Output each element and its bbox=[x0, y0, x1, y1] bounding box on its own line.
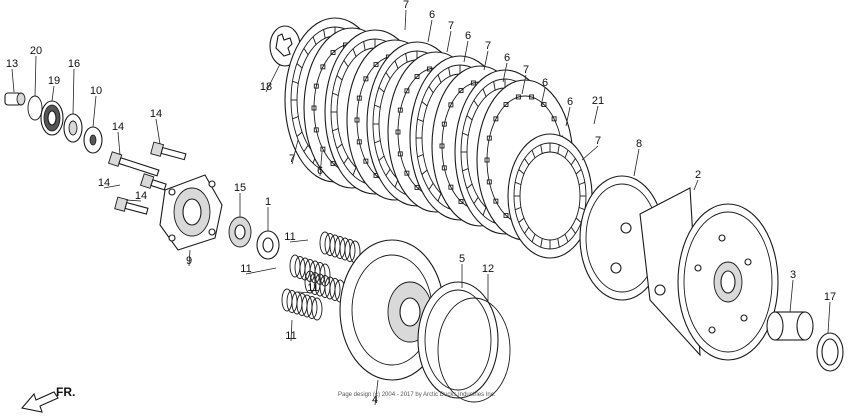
callout-leader-line bbox=[827, 301, 831, 334]
callout-leader-line bbox=[521, 74, 527, 95]
part-ring-12 bbox=[437, 297, 511, 403]
callout-label: 2 bbox=[695, 169, 701, 181]
callout-label: 6 bbox=[465, 30, 471, 42]
callout-label: 4 bbox=[372, 394, 378, 406]
callout-label: 15 bbox=[234, 182, 246, 194]
callout-leader-line bbox=[502, 62, 508, 83]
callout-leader-line bbox=[265, 63, 281, 93]
callout-leader-line bbox=[540, 87, 546, 107]
callout-leader-line bbox=[593, 105, 599, 125]
callout-label: 14 bbox=[135, 190, 147, 202]
callout-label: 7 bbox=[403, 0, 409, 11]
callout-label: 7 bbox=[289, 153, 295, 165]
callout-label: 6 bbox=[429, 9, 435, 21]
callout-label: 11 bbox=[284, 231, 295, 243]
callout-leader-line bbox=[289, 239, 309, 243]
callout-leader-line bbox=[319, 151, 323, 177]
callout-label: 10 bbox=[90, 85, 102, 97]
callout-label: 11 bbox=[307, 282, 318, 294]
callout-label: 6 bbox=[542, 77, 548, 89]
callout-leader-line bbox=[463, 40, 469, 63]
part-circlip-20 bbox=[27, 95, 43, 121]
callout-label: 6 bbox=[317, 165, 323, 177]
part-collar-3 bbox=[766, 311, 814, 341]
callout-label: 7 bbox=[485, 40, 491, 52]
callout-leader-line bbox=[117, 131, 121, 156]
callout-leader-line bbox=[188, 249, 191, 267]
part-bolts-14 bbox=[107, 141, 187, 215]
callout-label: 18 bbox=[260, 81, 272, 93]
callout-leader-line bbox=[297, 291, 314, 294]
callout-leader-line bbox=[34, 55, 37, 97]
callout-leader-line bbox=[92, 95, 97, 128]
copyright-footer: Page design (c) 2004 - 2017 by Arctic Du… bbox=[338, 392, 496, 398]
front-direction-arrow: FR. bbox=[20, 385, 75, 413]
callout-label: 7 bbox=[595, 135, 601, 147]
callout-label: 14 bbox=[98, 177, 110, 189]
part-bolt-13 bbox=[4, 92, 26, 106]
callout-leader-line bbox=[155, 118, 161, 145]
part-washer-1 bbox=[256, 230, 280, 260]
callout-leader-line bbox=[290, 319, 293, 342]
clutch-spring bbox=[319, 231, 361, 264]
callout-leaders bbox=[11, 9, 831, 406]
part-clutch-plate-stack bbox=[284, 17, 593, 259]
callout-label: 5 bbox=[459, 253, 465, 265]
callout-leader-line bbox=[693, 179, 699, 191]
callout-label: 6 bbox=[567, 96, 573, 108]
callout-label: 14 bbox=[112, 121, 124, 133]
callout-leader-line bbox=[51, 85, 55, 102]
part-washer-17 bbox=[816, 332, 844, 372]
friction-disc bbox=[507, 133, 593, 259]
callout-leader-line bbox=[245, 267, 277, 275]
clutch-spring bbox=[304, 270, 346, 303]
part-locknut-15 bbox=[228, 216, 252, 248]
front-direction-label: FR. bbox=[56, 385, 75, 399]
callout-leader-line bbox=[483, 50, 489, 71]
callout-leader-line bbox=[446, 30, 452, 53]
callout-label: 21 bbox=[592, 95, 604, 107]
callout-label: 11 bbox=[285, 330, 296, 342]
callout-leader-line bbox=[374, 379, 379, 406]
callout-label: 19 bbox=[48, 75, 60, 87]
callout-label: 9 bbox=[186, 255, 192, 267]
callout-label: 17 bbox=[824, 291, 836, 303]
callout-label: 14 bbox=[150, 108, 162, 120]
callout-leader-line bbox=[581, 145, 599, 161]
callout-leader-line bbox=[427, 19, 433, 43]
callout-leader-line bbox=[72, 68, 75, 115]
callout-leader-line bbox=[125, 199, 142, 202]
part-lifter-plate-9 bbox=[159, 174, 223, 251]
callout-label: 1 bbox=[265, 196, 271, 208]
callout-label: 8 bbox=[636, 138, 642, 150]
callout-label: 12 bbox=[482, 263, 494, 275]
part-pressure-plate-5 bbox=[417, 281, 499, 399]
callout-leader-line bbox=[11, 68, 15, 93]
callout-label: 7 bbox=[523, 64, 529, 76]
callout-leader-line bbox=[565, 106, 571, 127]
part-clutch-outer-2 bbox=[610, 187, 779, 361]
callout-label: 20 bbox=[30, 45, 42, 57]
part-bearing-19 bbox=[40, 100, 64, 136]
callout-leader-line bbox=[789, 279, 794, 313]
part-washer-16 bbox=[63, 113, 83, 143]
callout-label: 13 bbox=[6, 58, 18, 70]
callout-label: 3 bbox=[790, 269, 796, 281]
clutch-spring bbox=[281, 288, 323, 321]
callout-label: 6 bbox=[504, 52, 510, 64]
callout-leader-line bbox=[404, 9, 407, 31]
callout-label: 16 bbox=[68, 58, 80, 70]
callout-leader-line bbox=[103, 184, 121, 189]
callout-label: 7 bbox=[448, 20, 454, 32]
callout-leader-line bbox=[633, 148, 640, 177]
callout-label: 11 bbox=[240, 263, 251, 275]
part-washer-10 bbox=[83, 126, 103, 154]
callout-leader-line bbox=[291, 139, 299, 165]
